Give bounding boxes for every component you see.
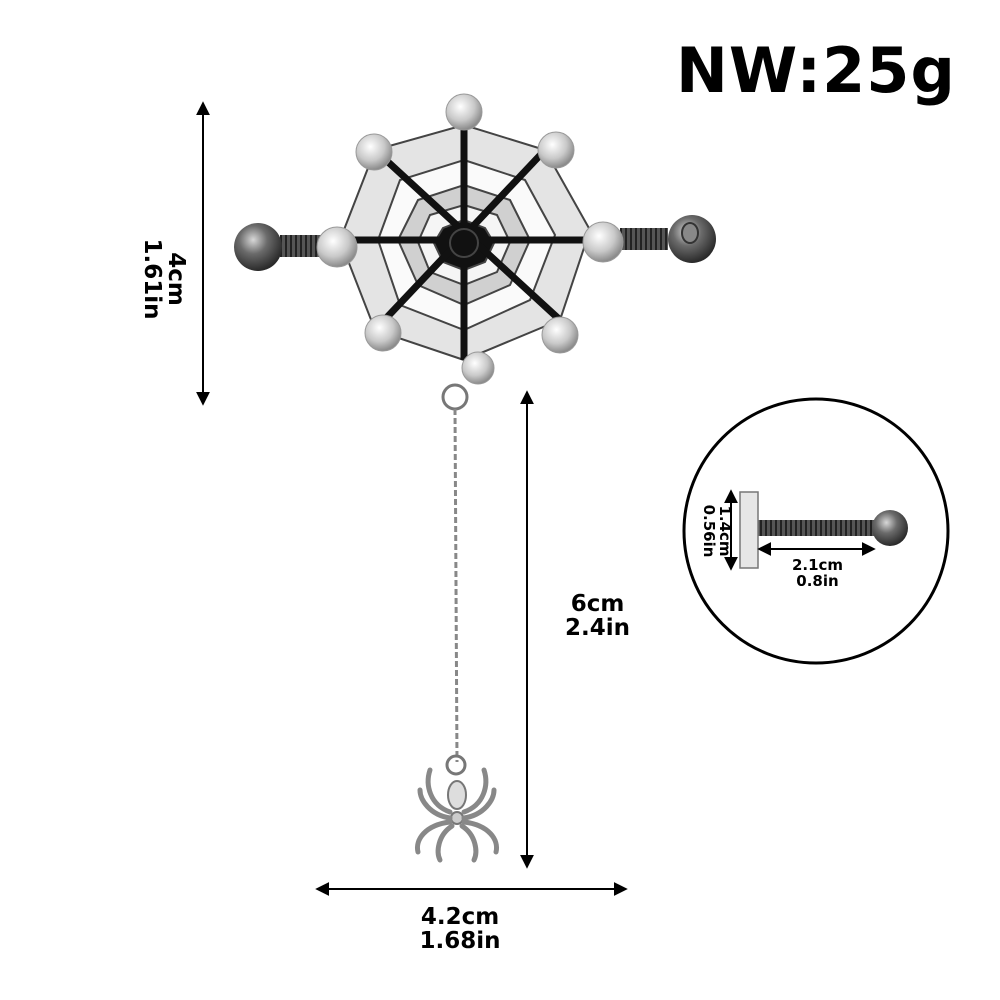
inset-height-label: 1.4cm 0.56in: [697, 496, 734, 566]
barbell-left-end: [234, 223, 325, 271]
web-ball-tips: [316, 93, 624, 385]
inset-height-imperial: 0.56in: [700, 504, 718, 558]
inset-barbell: [739, 491, 908, 569]
chain-length-metric: 6cm: [570, 591, 625, 617]
barbell-right-end: [620, 215, 716, 263]
height-dimension-label: 4cm 1.61in: [138, 229, 189, 329]
height-imperial: 1.61in: [139, 238, 165, 320]
inset-length-label: 2.1cm 0.8in: [780, 557, 855, 589]
chain-length-label: 6cm 2.4in: [550, 592, 645, 640]
inset-length-imperial: 0.8in: [796, 572, 839, 590]
spider-web-shield: [338, 123, 592, 362]
chain-length-imperial: 2.4in: [564, 615, 630, 641]
width-imperial: 1.68in: [419, 928, 501, 954]
height-metric: 4cm: [163, 252, 189, 306]
width-metric: 4.2cm: [420, 904, 500, 930]
net-weight-label: NW:25g: [676, 34, 956, 107]
chain: [441, 383, 469, 776]
inset-height-metric: 1.4cm: [716, 505, 734, 557]
inset-length-metric: 2.1cm: [791, 556, 844, 574]
spider-charm: [415, 767, 499, 863]
width-dimension-label: 4.2cm 1.68in: [400, 905, 520, 953]
